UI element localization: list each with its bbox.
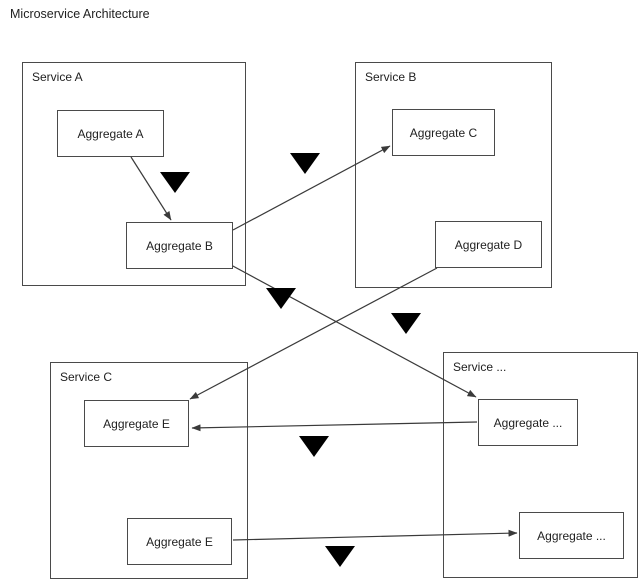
service-container-service-c[interactable]: Service C [50,362,248,579]
aggregate-box-aggregate-e-top[interactable]: Aggregate E [84,400,189,447]
aggregate-box-aggregate-e-bottom[interactable]: Aggregate E [127,518,232,565]
flow-direction-triangle-icon [299,436,329,457]
flow-direction-triangle-icon [160,172,190,193]
flow-direction-triangle-icon [391,313,421,334]
aggregate-box-aggregate-other-bottom[interactable]: Aggregate ... [519,512,624,559]
aggregate-label: Aggregate D [454,237,523,252]
aggregate-box-aggregate-b[interactable]: Aggregate B [126,222,233,269]
aggregate-box-aggregate-c[interactable]: Aggregate C [392,109,495,156]
service-label: Service B [365,70,417,84]
aggregate-label: Aggregate E [103,416,170,431]
aggregate-label: Aggregate B [146,238,213,253]
service-label: Service A [32,70,83,84]
aggregate-label: Aggregate A [77,126,144,141]
service-label: Service ... [453,360,507,374]
aggregate-label: Aggregate ... [537,528,606,543]
flow-direction-triangle-icon [325,546,355,567]
aggregate-box-aggregate-d[interactable]: Aggregate D [435,221,542,268]
aggregate-box-aggregate-a[interactable]: Aggregate A [57,110,164,157]
aggregate-label: Aggregate E [146,534,213,549]
aggregate-box-aggregate-other-top[interactable]: Aggregate ... [478,399,578,446]
aggregate-label: Aggregate ... [493,415,563,430]
page-title: Microservice Architecture [10,7,150,21]
flow-direction-triangle-icon [290,153,320,174]
service-label: Service C [60,370,113,384]
aggregate-label: Aggregate C [409,125,478,140]
flow-direction-triangle-icon [266,288,296,309]
